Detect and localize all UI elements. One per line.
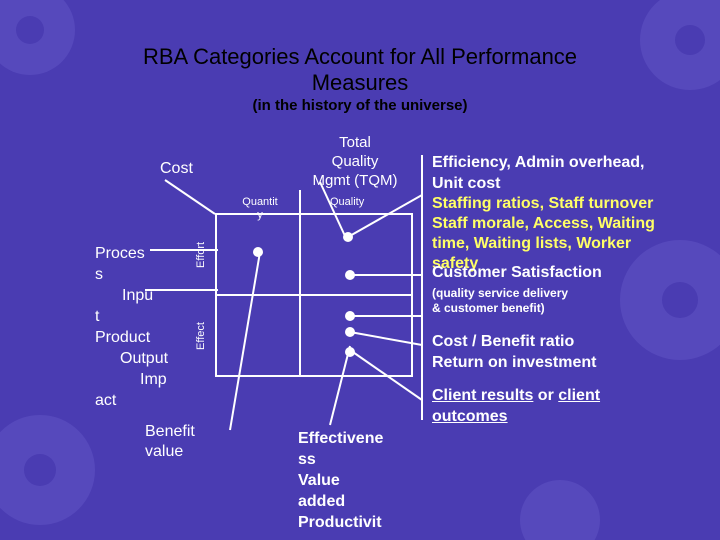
label-tqm: Total Quality Mgmt (TQM): [312, 134, 398, 189]
label-effectiveness: Effectivene ss Value added Productivit: [298, 430, 384, 531]
left-labels: Proces s Inpu t Product Output Imp act: [95, 245, 169, 409]
label-quantity: Quantit y: [242, 196, 278, 221]
page-subtitle: (in the history of the universe): [252, 97, 468, 114]
label-cost: Cost: [160, 160, 193, 177]
staffing-text: Staffing ratios, Staff turnover Staff mo…: [432, 195, 655, 272]
cost-benefit-text: Cost / Benefit ratio Return on investmen…: [432, 333, 597, 371]
page-title: RBA Categories Account for All Performan…: [142, 44, 578, 95]
efficiency-text: Efficiency, Admin overhead, Unit cost: [432, 154, 645, 192]
client-results-text: Client results or client outcomes: [432, 387, 601, 425]
label-benefit: Benefit value: [145, 423, 195, 460]
customer-satisfaction: Customer Satisfaction: [432, 264, 602, 281]
quality-note: (quality service delivery & customer ben…: [432, 286, 569, 315]
label-quality: Quality: [330, 196, 365, 208]
